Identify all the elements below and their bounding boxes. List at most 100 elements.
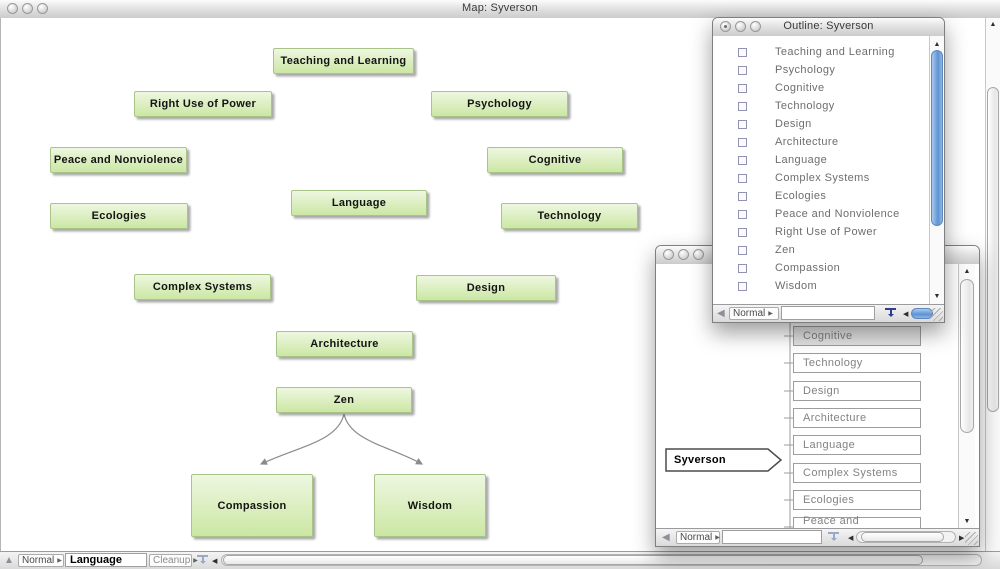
outline-item[interactable]: Wisdom — [713, 277, 928, 295]
outline-vertical-scrollbar[interactable]: ▲ ▼ — [929, 36, 944, 305]
map-hscroll-thumb[interactable] — [223, 555, 923, 565]
outline-item-label: Right Use of Power — [775, 226, 877, 238]
map-node[interactable]: Right Use of Power — [134, 91, 272, 117]
outline-item[interactable]: Peace and Nonviolence — [713, 205, 928, 223]
root-node-label[interactable]: Syverson — [674, 454, 726, 466]
pin-icon[interactable] — [827, 531, 840, 543]
pin-icon[interactable] — [884, 307, 897, 319]
scroll-up-icon[interactable]: ▲ — [989, 21, 997, 28]
chart-name-field[interactable] — [722, 530, 822, 544]
nav-up-icon[interactable]: ▲ — [4, 555, 14, 566]
chart-horizontal-scrollbar[interactable] — [856, 531, 956, 543]
note-square-icon — [738, 155, 747, 165]
map-node[interactable]: Complex Systems — [134, 274, 271, 300]
outline-item[interactable]: Psychology — [713, 61, 928, 79]
outline-view-popup[interactable]: Normal ▶ — [729, 307, 779, 320]
chart-node[interactable]: Architecture — [793, 408, 921, 428]
scroll-left-icon[interactable]: ◀ — [903, 311, 909, 318]
map-node-label: Design — [466, 282, 506, 294]
chart-node[interactable]: Ecologies — [793, 490, 921, 510]
outline-item-label: Compassion — [775, 262, 841, 274]
chart-node[interactable]: Complex Systems — [793, 463, 921, 483]
map-node[interactable]: Language — [291, 190, 427, 216]
map-node[interactable]: Teaching and Learning — [273, 48, 414, 74]
resize-grip[interactable] — [965, 532, 978, 545]
pin-icon[interactable] — [196, 554, 209, 566]
chart-node-label: Architecture — [803, 412, 867, 424]
outline-item[interactable]: Zen — [713, 241, 928, 259]
zoom-button[interactable] — [750, 21, 761, 32]
chart-node[interactable]: Design — [793, 381, 921, 401]
outline-item[interactable]: Architecture — [713, 133, 928, 151]
chart-node-label: Design — [803, 385, 840, 397]
map-node[interactable]: Cognitive — [487, 147, 623, 173]
outline-item[interactable]: Compassion — [713, 259, 928, 277]
outline-name-field[interactable] — [781, 306, 875, 320]
resize-grip[interactable] — [930, 308, 943, 321]
root-node-shape[interactable] — [665, 448, 783, 472]
outline-item[interactable]: Cognitive — [713, 79, 928, 97]
map-node[interactable]: Architecture — [276, 331, 413, 357]
nav-back-icon[interactable]: ◀ — [662, 532, 670, 543]
map-node-label: Ecologies — [91, 210, 147, 222]
outline-item[interactable]: Teaching and Learning — [713, 43, 928, 61]
scroll-up-icon[interactable]: ▲ — [963, 268, 971, 275]
zoom-button[interactable] — [37, 3, 48, 14]
chart-node[interactable]: Technology — [793, 353, 921, 373]
chart-vscroll-thumb[interactable] — [960, 279, 974, 433]
map-node[interactable]: Peace and Nonviolence — [50, 147, 187, 173]
cleanup-popup[interactable]: Cleanup ▶ — [149, 554, 198, 567]
map-node[interactable]: Compassion — [191, 474, 313, 537]
zoom-button[interactable] — [693, 249, 704, 260]
link-zen-wisdom[interactable] — [343, 413, 424, 465]
chart-view-popup[interactable]: Normal ▶ — [676, 531, 720, 544]
link-zen-compassion[interactable] — [259, 413, 345, 465]
note-square-icon — [738, 245, 747, 255]
minimize-button[interactable] — [678, 249, 689, 260]
outline-item[interactable]: Design — [713, 115, 928, 133]
popup-arrow-icon: ▶ — [193, 558, 198, 564]
outline-item[interactable]: Complex Systems — [713, 169, 928, 187]
outline-item[interactable]: Technology — [713, 97, 928, 115]
map-node[interactable]: Zen — [276, 387, 412, 413]
chart-node-label: Cognitive — [803, 330, 853, 342]
map-node[interactable]: Technology — [501, 203, 638, 229]
scroll-left-icon[interactable]: ◀ — [848, 535, 854, 542]
outline-item[interactable]: Ecologies — [713, 187, 928, 205]
outline-vscroll-thumb[interactable] — [931, 50, 943, 226]
chart-node[interactable]: Cognitive — [793, 326, 921, 346]
chart-node[interactable]: Language — [793, 435, 921, 455]
outline-window-title: Outline: Syverson — [783, 20, 874, 32]
scroll-down-icon[interactable]: ▼ — [963, 518, 971, 525]
note-name-field[interactable] — [65, 553, 147, 567]
scroll-down-icon[interactable]: ▼ — [933, 293, 941, 300]
close-button[interactable] — [663, 249, 674, 260]
map-node[interactable]: Ecologies — [50, 203, 188, 229]
outline-item[interactable]: Right Use of Power — [713, 223, 928, 241]
map-node[interactable]: Psychology — [431, 91, 568, 117]
chart-vertical-scrollbar[interactable]: ▲ ▼ — [958, 264, 975, 529]
scroll-left-icon[interactable]: ◀ — [212, 558, 218, 565]
close-button[interactable] — [720, 21, 731, 32]
close-button[interactable] — [7, 3, 18, 14]
minimize-button[interactable] — [735, 21, 746, 32]
scroll-right-icon[interactable]: ▶ — [959, 535, 965, 542]
map-node[interactable]: Design — [416, 275, 556, 301]
map-node-label: Cognitive — [528, 154, 582, 166]
outline-item[interactable]: Language — [713, 151, 928, 169]
scroll-up-icon[interactable]: ▲ — [933, 41, 941, 48]
map-vertical-scrollbar[interactable]: ▲ — [985, 18, 1000, 552]
outline-bottom-bar: ◀ Normal ▶ ◀ — [713, 304, 944, 322]
map-node[interactable]: Wisdom — [374, 474, 486, 537]
minimize-button[interactable] — [22, 3, 33, 14]
map-node-label: Right Use of Power — [149, 98, 257, 110]
map-view-popup[interactable]: Normal ▶ — [18, 554, 64, 567]
map-vscroll-thumb[interactable] — [987, 87, 999, 412]
nav-back-icon[interactable]: ◀ — [717, 308, 725, 319]
map-node-label: Complex Systems — [152, 281, 253, 293]
outline-window-titlebar[interactable]: Outline: Syverson — [713, 18, 944, 37]
chart-node-label: Language — [803, 439, 856, 451]
map-horizontal-scrollbar[interactable] — [221, 554, 982, 566]
chart-hscroll-thumb[interactable] — [861, 532, 944, 542]
outline-item-label: Architecture — [775, 136, 839, 148]
